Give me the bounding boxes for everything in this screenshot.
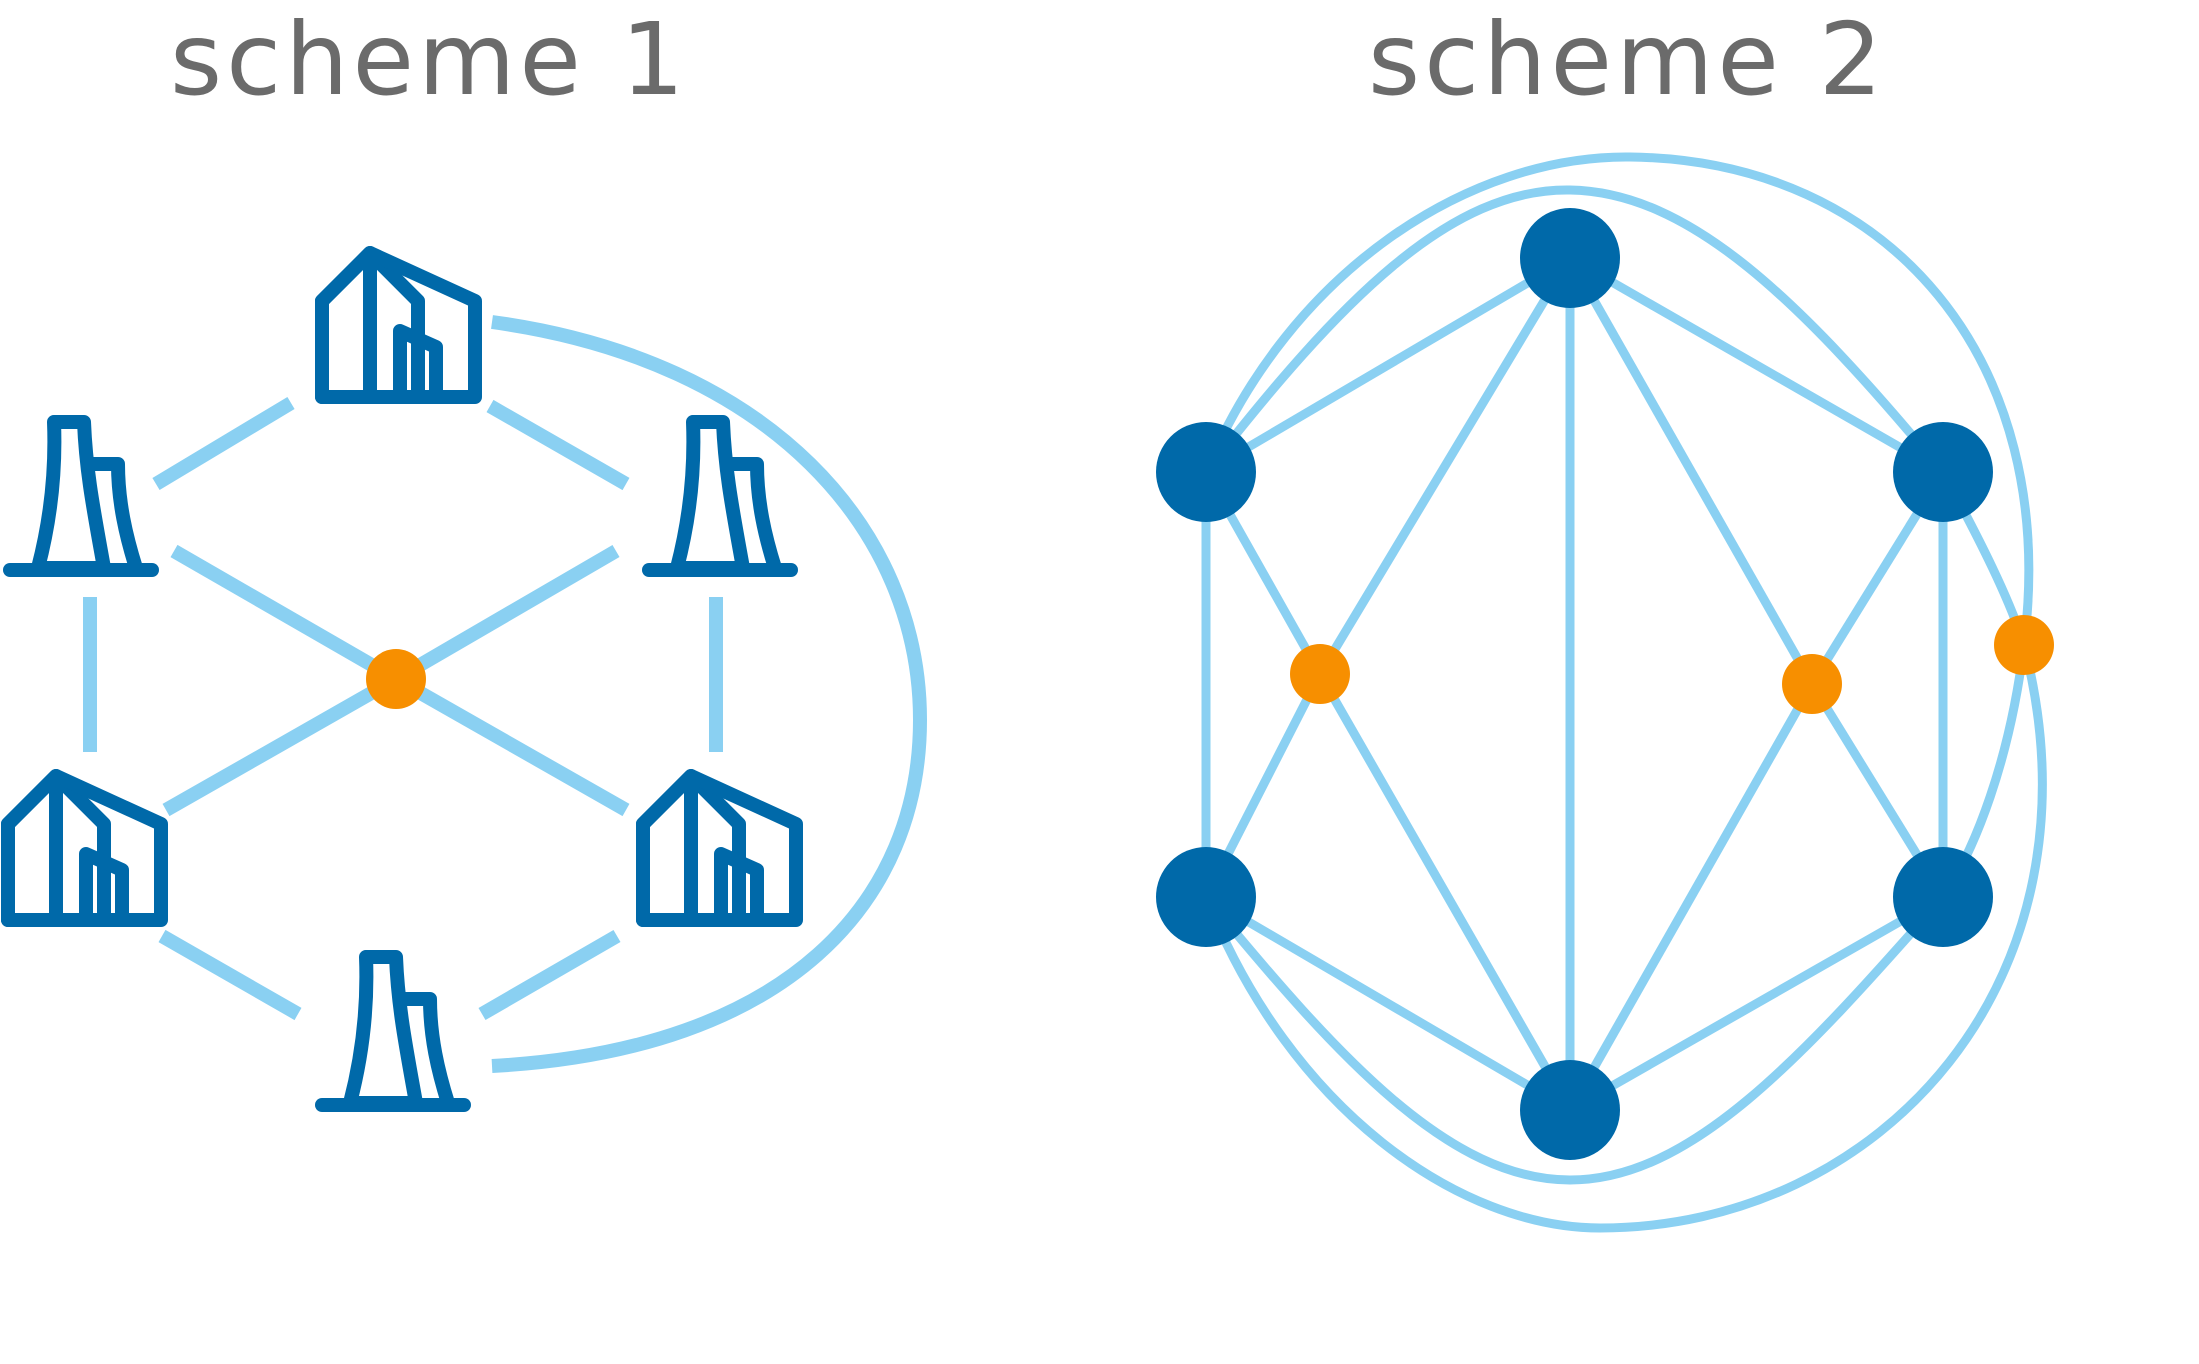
s2-edge [1203,893,1573,1114]
scheme-1-edges [83,315,928,1073]
cooling-tower-icon [649,422,791,570]
s2-edge [1201,152,2034,646]
s2-hub-far-right [1994,615,2054,675]
s2-node-upper-right [1893,422,1993,522]
factory-building-icon [322,253,475,397]
s2-edge [1316,671,1574,1113]
s1-edge-hub-tr [392,544,620,686]
s2-node-upper-left [1156,422,1256,522]
s1-edge-bottom-left [158,929,302,1021]
s2-edge [1202,894,1947,1185]
s1-edge-arc [491,315,928,1073]
s2-edge [1566,255,1816,687]
factory-building-icon [643,776,796,920]
s2-node-lower-right [1893,847,1993,947]
s2-edge [1202,185,1947,475]
s2-edge [1316,255,1574,677]
factory-building-icon [8,776,161,920]
s2-node-lower-left [1156,847,1256,947]
scheme-2-nodes [1156,208,1993,1160]
s2-hub-left [1290,644,1350,704]
scheme-2-title: scheme 2 [1368,1,1887,118]
s2-edge [1201,643,2047,1233]
scheme-2-hubs [1290,615,2054,714]
s2-edge [1203,254,1573,476]
scheme-1-title: scheme 1 [170,1,689,118]
s2-hub-right [1782,654,1842,714]
s2-node-top [1520,208,1620,308]
s1-edge-top-right [486,399,630,491]
cooling-tower-icon [10,422,152,570]
s2-edge [1567,893,1946,1114]
s2-edge [1567,254,1946,476]
s1-edge-top-left [152,396,295,491]
s1-hub-node [366,649,426,709]
s2-edge [1566,681,1816,1113]
s1-edge-hub-bl [162,672,400,817]
s2-node-bottom [1520,1060,1620,1160]
s1-edge-bottom-right [478,929,621,1021]
cooling-tower-icon [322,957,464,1105]
s1-edge-hub-tl [170,544,400,686]
s1-edge-hub-br [392,672,630,817]
